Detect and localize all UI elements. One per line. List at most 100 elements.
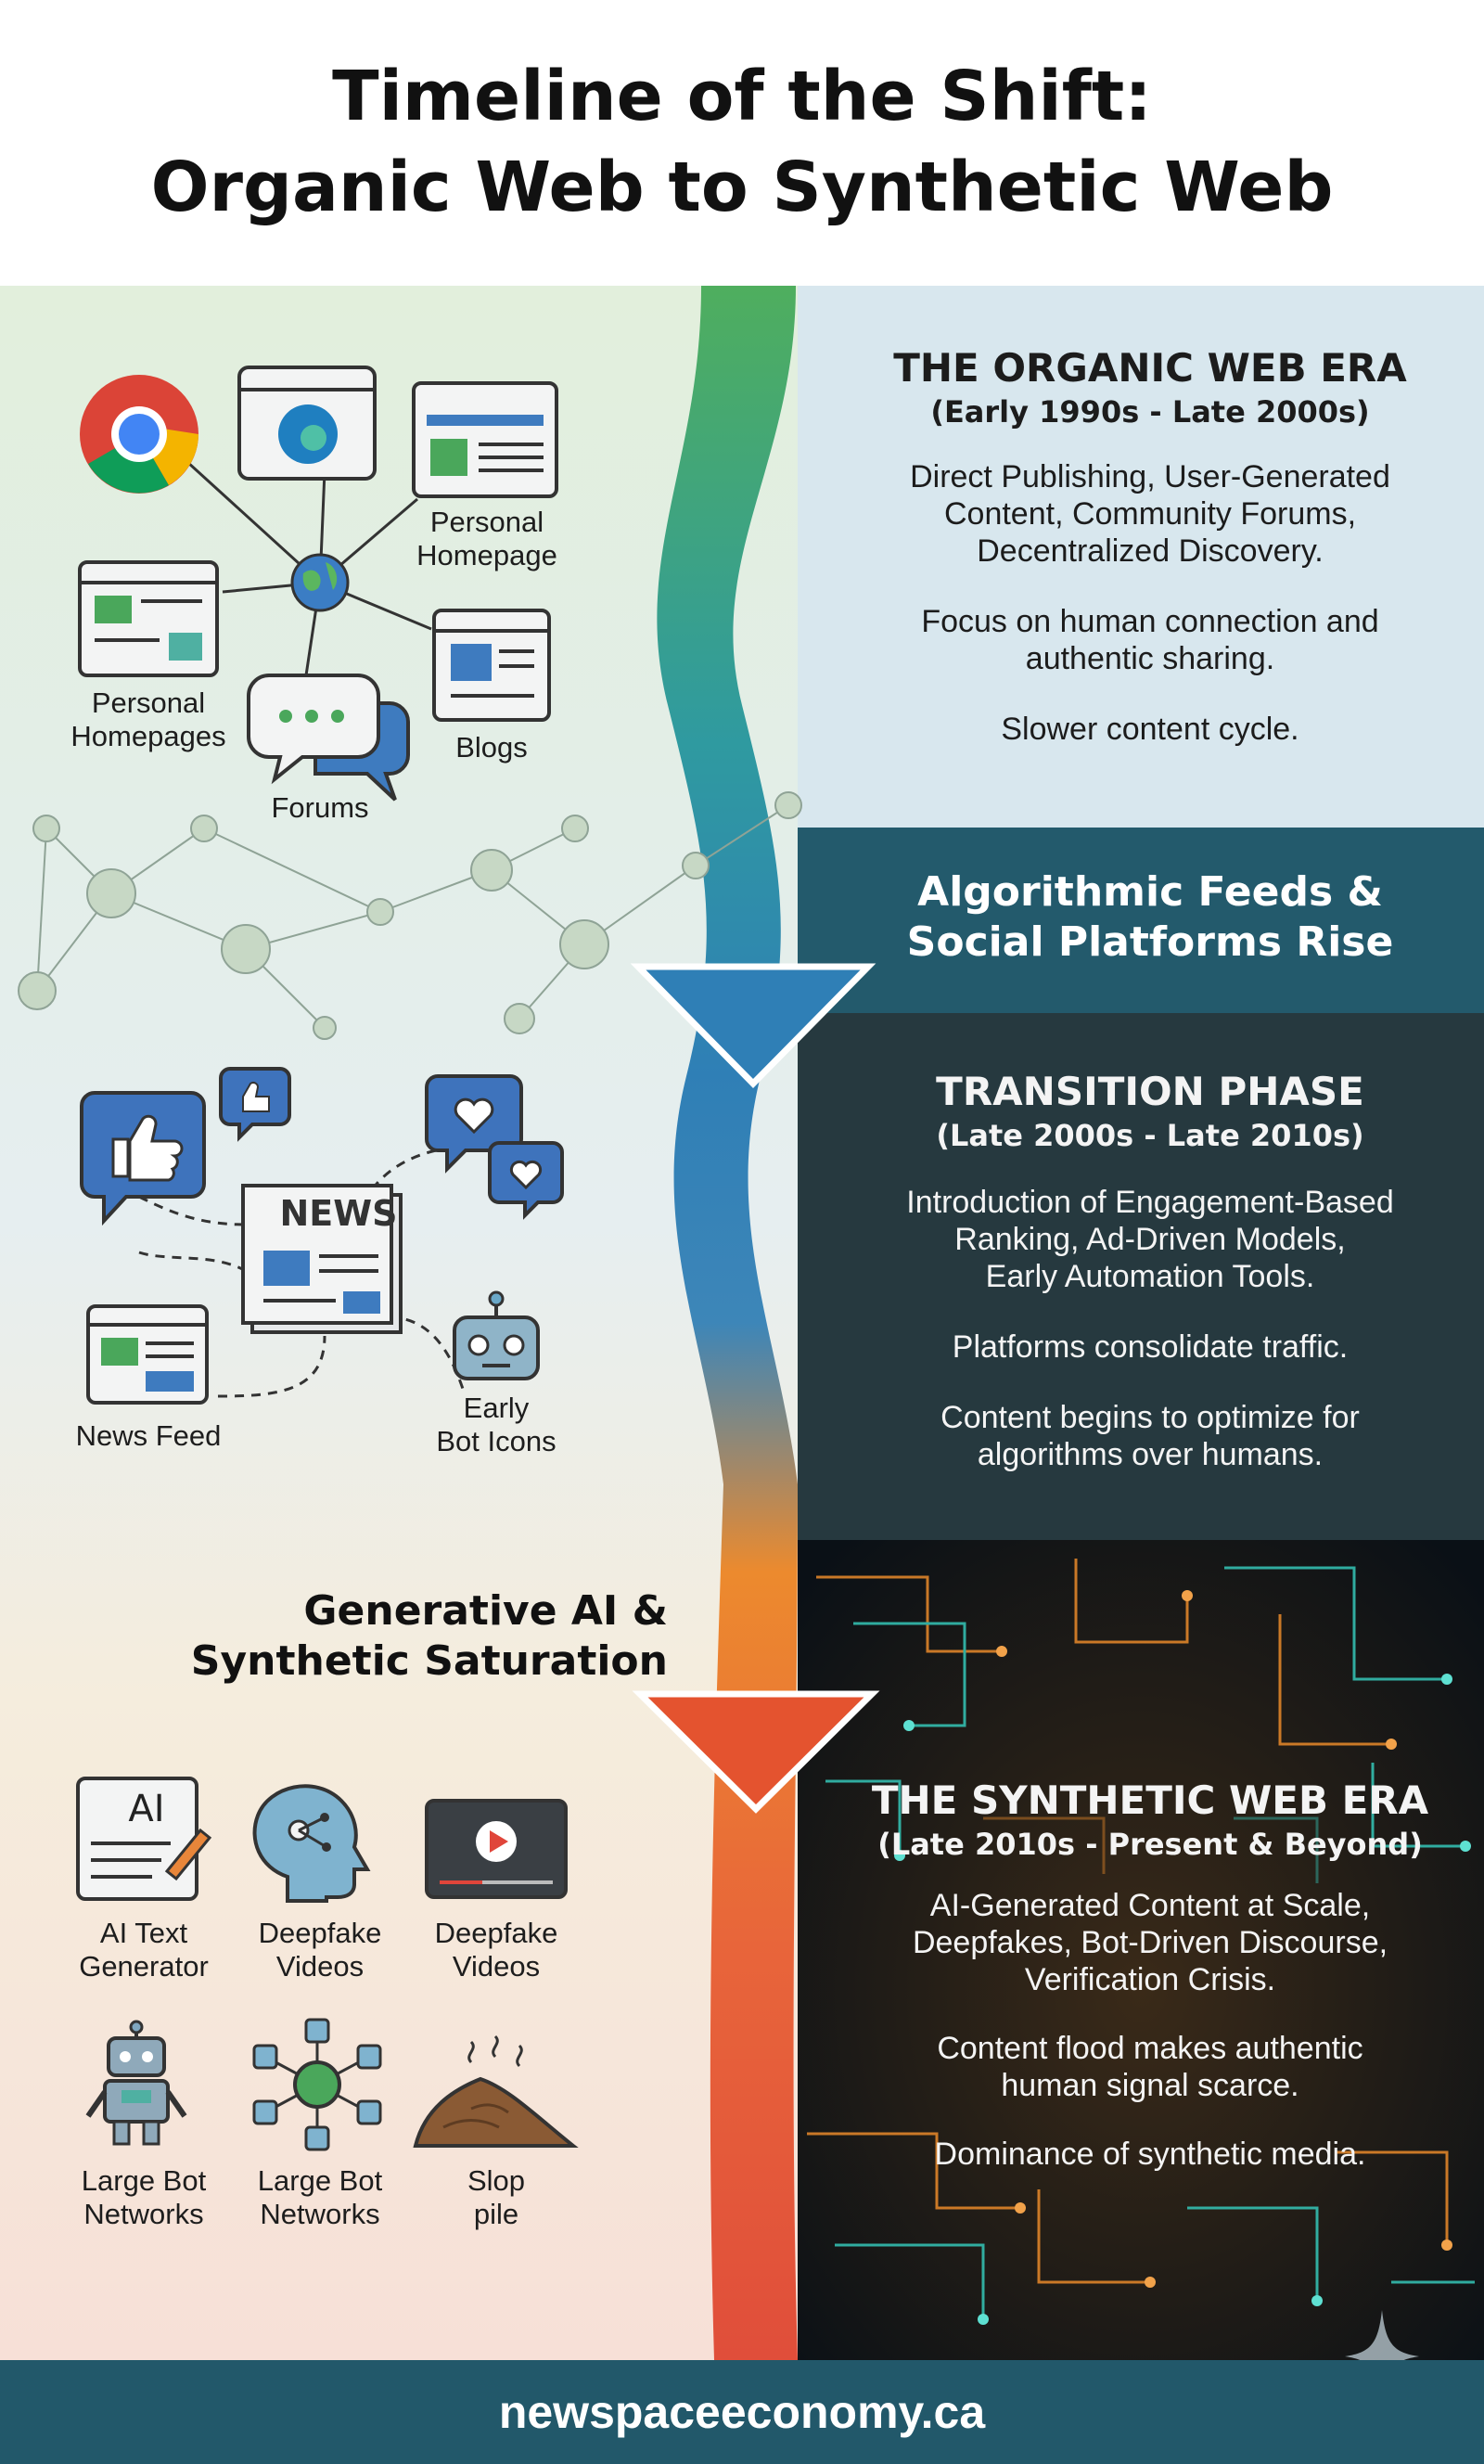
transition-period: (Late 2000s - Late 2010s) bbox=[936, 1118, 1364, 1153]
news-feed-icon bbox=[86, 1304, 209, 1405]
transition-p3: Content begins to optimize for algorithm… bbox=[816, 1399, 1484, 1473]
label-line: Deepfake bbox=[258, 1917, 382, 1949]
label-line: Personal bbox=[429, 506, 544, 538]
footer-site-link[interactable]: newspaceeconomy.ca bbox=[498, 2386, 986, 2438]
newspaper-icon bbox=[241, 1184, 403, 1334]
ai-mark: AI bbox=[128, 1788, 165, 1830]
transition-phase-panel bbox=[798, 1013, 1484, 1540]
webpage-icon bbox=[78, 560, 219, 677]
synthetic-era-text: THE SYNTHETIC WEB ERA (Late 2010s - Pres… bbox=[816, 1777, 1484, 2173]
forum-chat-icon bbox=[247, 674, 410, 802]
globe-icon bbox=[290, 553, 350, 612]
banner-line: Algorithmic Feeds & bbox=[917, 868, 1383, 916]
generative-line: Generative AI & bbox=[303, 1587, 668, 1635]
label-blogs: Blogs bbox=[455, 731, 528, 764]
label-line: Videos bbox=[275, 1950, 365, 1983]
synthetic-period: (Late 2010s - Present & Beyond) bbox=[877, 1827, 1423, 1862]
label-news-feed: News Feed bbox=[75, 1419, 222, 1452]
label-deepfake-head: Deepfake Videos bbox=[232, 1917, 408, 1983]
synthetic-p2-line: human signal scarce. bbox=[1001, 2068, 1299, 2103]
video-player-icon bbox=[425, 1799, 568, 1899]
transition-p2: Platforms consolidate traffic. bbox=[952, 1329, 1349, 1365]
label-line: Networks bbox=[260, 2198, 380, 2230]
label-line: Videos bbox=[452, 1950, 541, 1983]
label-bot-single: Large Bot Networks bbox=[56, 2164, 232, 2231]
page-title: Timeline of the Shift: Organic Web to Sy… bbox=[0, 51, 1484, 233]
label-early-bot: Early Bot Icons bbox=[408, 1392, 584, 1458]
label-line: Homepages bbox=[70, 720, 226, 752]
label-line: Networks bbox=[83, 2198, 204, 2230]
label-ai-text: AI Text Generator bbox=[56, 1917, 232, 1983]
synthetic-p3: Dominance of synthetic media. bbox=[934, 2137, 1366, 2172]
label-personal-homepages: Personal Homepages bbox=[51, 687, 246, 753]
organic-era-p1: Direct Publishing, User-Generated Conten… bbox=[816, 458, 1484, 570]
synthetic-p1: AI-Generated Content at Scale, Deepfakes… bbox=[816, 1887, 1484, 1998]
arrow-down-blue bbox=[630, 963, 876, 1088]
banner-line: Social Platforms Rise bbox=[906, 918, 1394, 966]
label-forums: Forums bbox=[271, 791, 369, 824]
organic-era-panel bbox=[798, 286, 1484, 828]
circuit-background bbox=[798, 1540, 1484, 2360]
synthetic-p2: Content flood makes authentic human sign… bbox=[816, 2030, 1484, 2104]
organic-p1-line: Decentralized Discovery. bbox=[977, 533, 1324, 569]
organic-p2-line: authentic sharing. bbox=[1025, 641, 1275, 676]
organic-era-p2: Focus on human connection and authentic … bbox=[816, 603, 1484, 677]
ai-document-icon bbox=[76, 1777, 212, 1901]
network-icon bbox=[252, 2018, 382, 2151]
title-line-2: Organic Web to Synthetic Web bbox=[150, 148, 1334, 227]
network-mesh bbox=[18, 791, 802, 1040]
synthetic-heading: THE SYNTHETIC WEB ERA bbox=[871, 1777, 1429, 1823]
thumbs-up-icon bbox=[219, 1067, 291, 1142]
slop-pile-icon bbox=[413, 2034, 579, 2148]
organic-p1-line: Content, Community Forums, bbox=[943, 496, 1357, 532]
arrow-down-red bbox=[632, 1690, 880, 1814]
bot-icon bbox=[453, 1290, 540, 1380]
organic-era-period: (Early 1990s - Late 2000s) bbox=[930, 394, 1370, 430]
organic-p2-line: Focus on human connection and bbox=[921, 604, 1379, 639]
title-line-1: Timeline of the Shift: bbox=[332, 57, 1152, 136]
organic-icons bbox=[18, 366, 802, 1040]
label-line: Large Bot bbox=[257, 2164, 383, 2197]
synthetic-p1-line: AI-Generated Content at Scale, bbox=[929, 1888, 1371, 1923]
ribbon-path bbox=[657, 286, 798, 2360]
transition-p1-line: Introduction of Engagement-Based bbox=[906, 1185, 1394, 1220]
generative-ai-banner: Generative AI & Synthetic Saturation bbox=[186, 1586, 668, 1687]
transition-heading: TRANSITION PHASE bbox=[936, 1069, 1364, 1114]
transition-phase-text: TRANSITION PHASE (Late 2000s - Late 2010… bbox=[816, 1069, 1484, 1473]
transition-p1-line: Early Automation Tools. bbox=[985, 1259, 1315, 1294]
homepage-icon bbox=[412, 381, 558, 498]
label-line: Homepage bbox=[416, 539, 557, 571]
label-line: Early bbox=[463, 1392, 530, 1424]
synthetic-p1-line: Verification Crisis. bbox=[1024, 1962, 1276, 1997]
label-line: Generator bbox=[79, 1950, 209, 1983]
label-slop: Slop pile bbox=[417, 2164, 575, 2231]
synthetic-p1-line: Deepfakes, Bot-Driven Discourse, bbox=[912, 1925, 1388, 1960]
transition-p3-line: algorithms over humans. bbox=[977, 1437, 1324, 1472]
footer-bar bbox=[0, 2360, 1484, 2464]
label-line: Deepfake bbox=[434, 1917, 558, 1949]
heart-icon bbox=[488, 1141, 564, 1220]
transition-p1-line: Ranking, Ad-Driven Models, bbox=[954, 1222, 1346, 1257]
synthetic-p2-line: Content flood makes authentic bbox=[937, 2031, 1363, 2066]
label-line: Bot Icons bbox=[436, 1425, 556, 1457]
chrome-icon bbox=[80, 375, 198, 494]
algorithmic-feeds-text: Algorithmic Feeds & Social Platforms Ris… bbox=[816, 867, 1484, 968]
edge-icon bbox=[237, 366, 377, 481]
ai-head-icon bbox=[252, 1784, 371, 1903]
label-personal-homepage: Personal Homepage bbox=[399, 506, 575, 572]
algorithmic-feeds-banner bbox=[798, 828, 1484, 1013]
label-line: Personal bbox=[91, 687, 206, 719]
synthetic-era-panel bbox=[798, 1540, 1484, 2360]
organic-era-text: THE ORGANIC WEB ERA (Early 1990s - Late … bbox=[816, 345, 1484, 748]
transition-icons bbox=[80, 1067, 564, 1405]
synthetic-icons bbox=[76, 1777, 579, 2151]
label-line: Slop bbox=[467, 2164, 526, 2197]
label-line: AI Text bbox=[99, 1917, 188, 1949]
news-masthead: NEWS bbox=[279, 1193, 398, 1234]
organic-era-heading: THE ORGANIC WEB ERA bbox=[893, 345, 1407, 391]
label-line: Large Bot bbox=[81, 2164, 207, 2197]
label-line: pile bbox=[473, 2198, 519, 2230]
blog-icon bbox=[432, 609, 551, 722]
generative-line: Synthetic Saturation bbox=[190, 1637, 668, 1685]
